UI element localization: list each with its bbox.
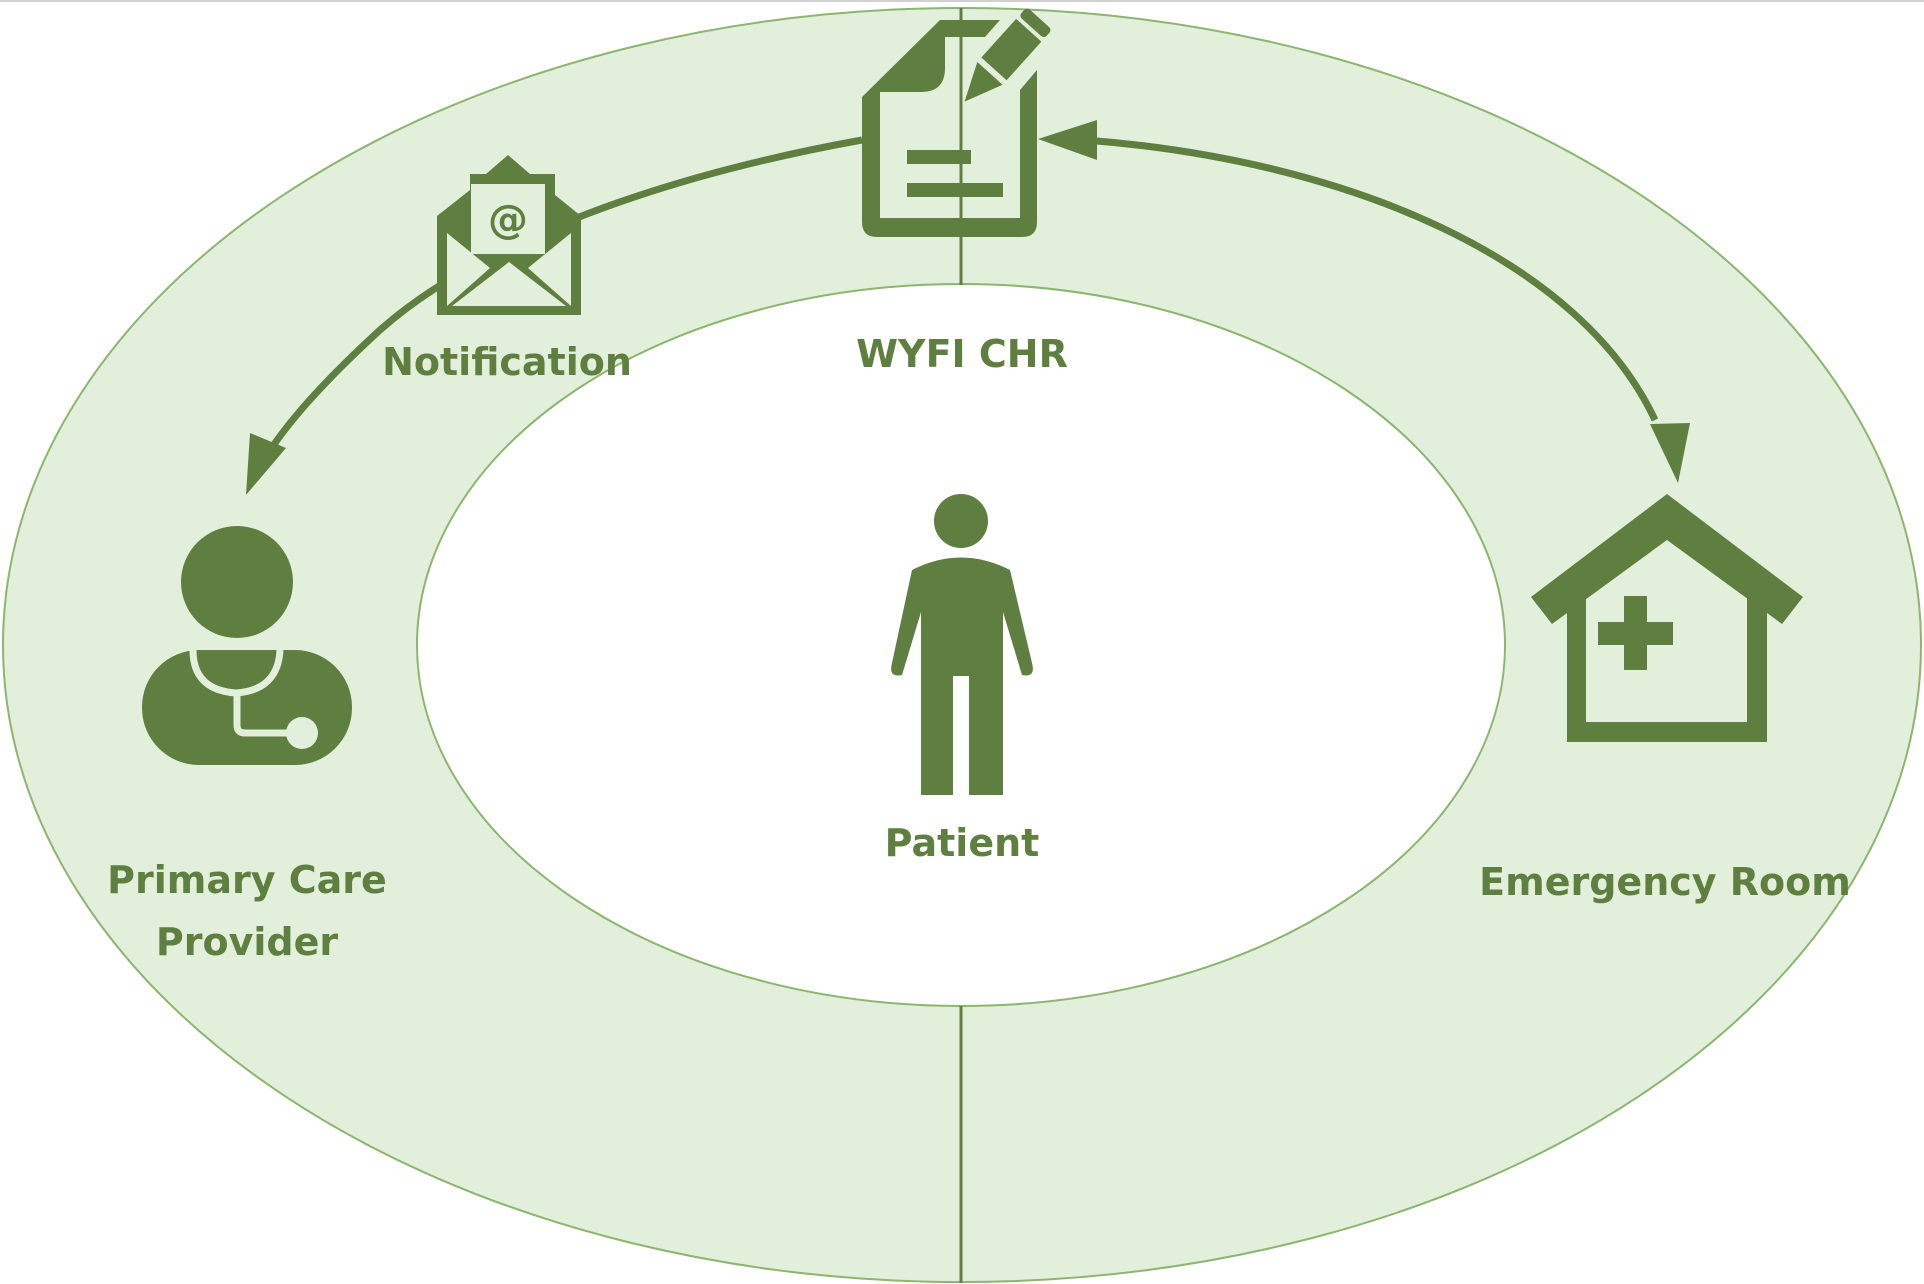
notification-label: Notification (382, 340, 632, 384)
arrowhead-er (1650, 423, 1690, 483)
patient-label: Patient (885, 821, 1040, 865)
svg-text:@: @ (488, 197, 528, 243)
doctor-stethoscope-icon (142, 526, 352, 765)
arrowhead-chr (1038, 120, 1097, 160)
pcp-label-line2: Provider (156, 920, 338, 964)
person-icon (891, 494, 1033, 795)
arrow-chr-er (1084, 136, 1659, 422)
document-edit-icon (862, 8, 1051, 237)
chr-label: WYFI CHR (856, 332, 1068, 376)
arrow-chr-to-pcp (254, 136, 863, 472)
er-label: Emergency Room (1479, 860, 1851, 904)
envelope-at-icon: @ (437, 155, 581, 315)
arrowhead-pcp (246, 433, 286, 495)
hospital-house-icon (1531, 494, 1803, 742)
pcp-label-line1: Primary Care (107, 858, 387, 902)
top-border-line (0, 0, 1924, 2)
